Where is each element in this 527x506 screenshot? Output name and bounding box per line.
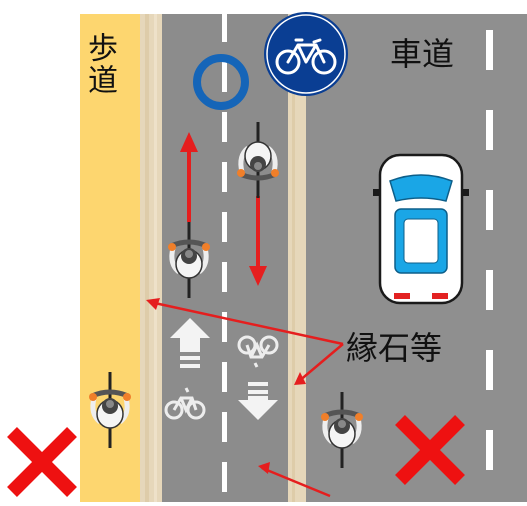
lane-arrow-marking-icon	[170, 318, 210, 368]
direction-arrow-down-icon	[249, 196, 267, 286]
bicycle-road-sign-icon	[264, 12, 348, 96]
roadway-lane-dashes	[486, 30, 493, 470]
cross-ng-icon	[7, 427, 77, 497]
car-top-view-icon	[373, 153, 469, 305]
cross-ng-icon	[395, 415, 465, 485]
circle-ok-icon	[193, 54, 249, 110]
curb-left	[140, 14, 162, 502]
bicycle-road-marking-icon	[164, 387, 206, 420]
curb-label: 縁石等	[346, 329, 443, 367]
roadway-label: 車道	[390, 35, 455, 73]
bicycle-road-marking-icon	[237, 335, 279, 368]
curb-pointer-arrows	[146, 298, 344, 498]
bike-lane-center-dashes	[222, 14, 227, 492]
lane-arrow-marking-icon	[238, 382, 278, 420]
sidewalk-label: 歩道	[82, 32, 117, 96]
direction-arrow-up-icon	[180, 132, 198, 222]
